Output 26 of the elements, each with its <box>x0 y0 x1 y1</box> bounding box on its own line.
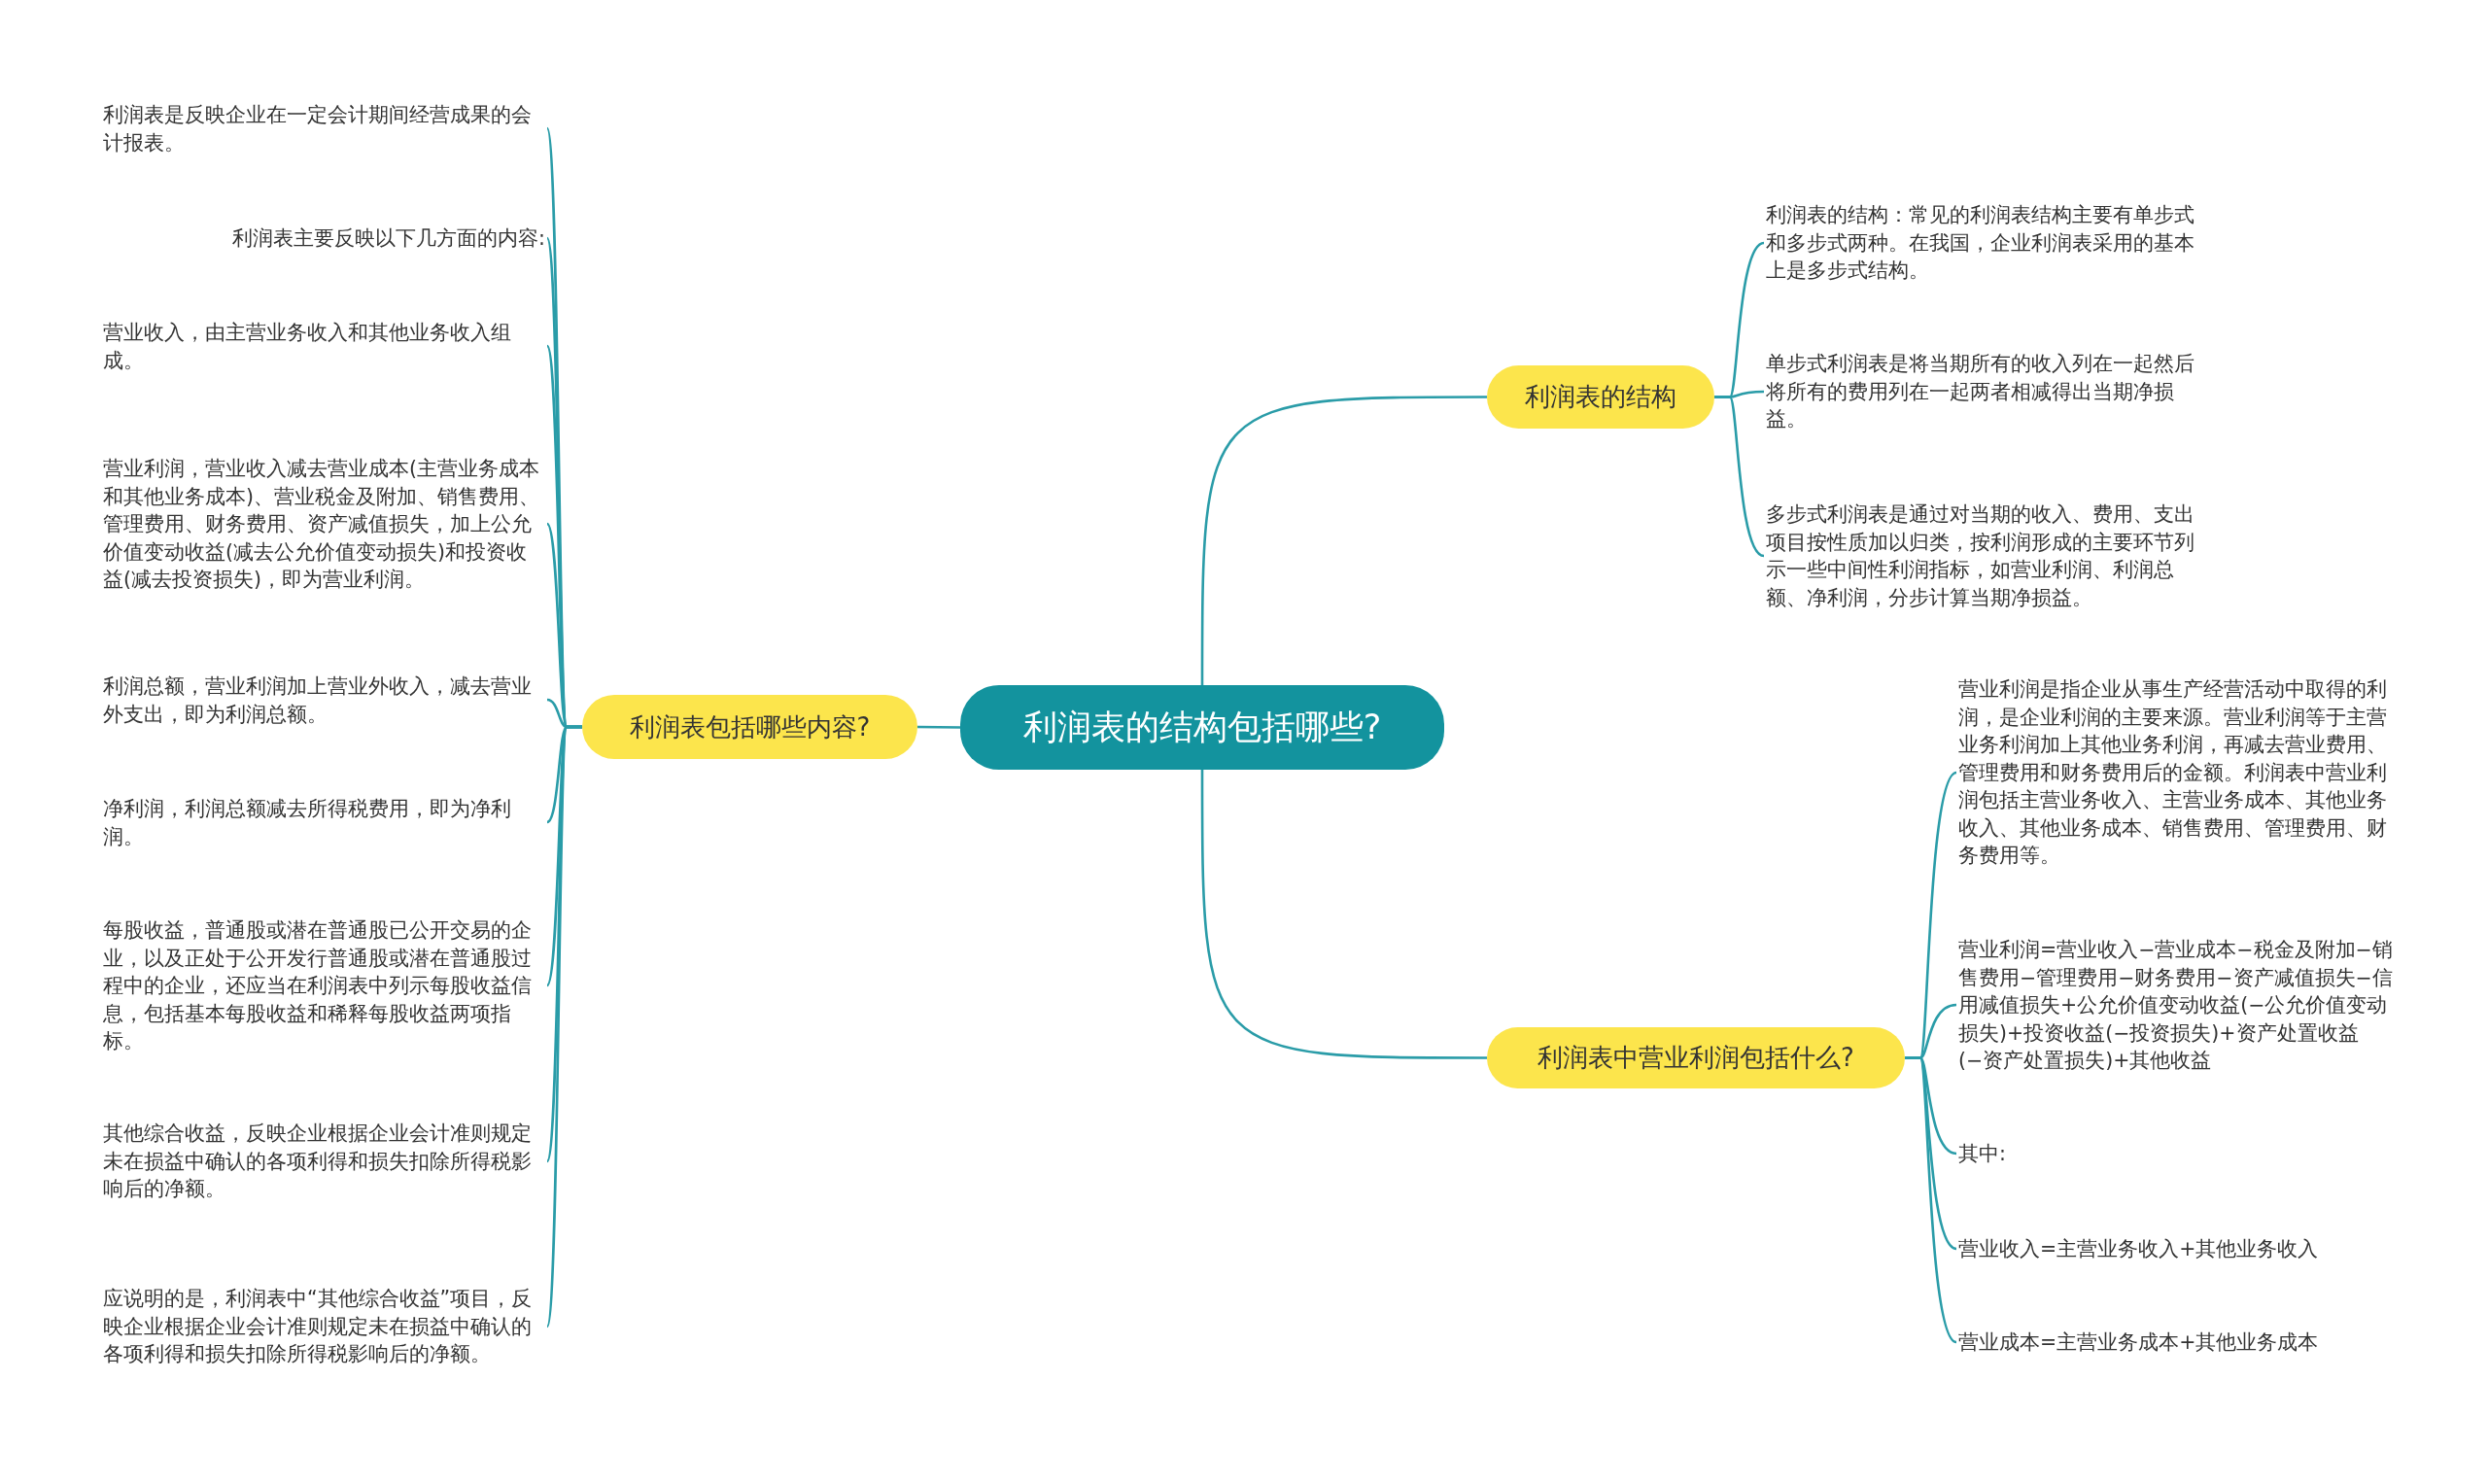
connector <box>1905 1056 1957 1343</box>
connector <box>917 725 960 729</box>
connector <box>1714 396 1765 558</box>
note-text: 每股收益，普通股或潜在普通股已公开交易的企业，以及正处于公开发行普通股或潜在普通股过程中的企业，还应当在利润表中列示每股收益信息，包括基本每股收益和稀释每股收益两项指标。 <box>103 915 545 1055</box>
note-text: 营业成本=主营业务成本+其他业务成本 <box>1958 1328 2401 1357</box>
note-text: 净利润，利润总额减去所得税费用，即为净利润。 <box>103 794 545 850</box>
note-text: 营业利润=营业收入−营业成本−税金及附加−销售费用−管理费用−财务费用−资产减值损失−信用减值损失+公允价值变动收益(−公允价值变动损失)+投资收益(−投资损失)+资产处置收益(−资产处置损失)+其他收益 <box>1958 935 2401 1075</box>
note-text: 多步式利润表是通过对当期的收入、费用、支出项目按性质加以归类，按利润形成的主要环节列示一些中间性利润指标，如营业利润、利润总额、净利润，分步计算当期净损益。 <box>1766 500 2208 611</box>
note-text: 营业利润是指企业从事生产经营活动中取得的利润，是企业利润的主要来源。营业利润等于主营业务利润加上其他业务利润，再减去营业费用、管理费用和财务费用后的金额。利润表中营业利润包括主营业务收入、主营业务成本、其他业务收入、其他业务成本、销售费用、管理费用、财务费用等。 <box>1958 675 2401 870</box>
connector <box>1200 396 1487 685</box>
note-text: 营业收入=主营业务收入+其他业务收入 <box>1958 1234 2401 1263</box>
note-text: 营业收入，由主营业务收入和其他业务收入组成。 <box>103 318 545 374</box>
central-topic: 利润表的结构包括哪些? <box>960 685 1444 770</box>
note-text: 利润总额，营业利润加上营业外收入，减去营业外支出，即为利润总额。 <box>103 672 545 728</box>
topic-pill: 利润表的结构 <box>1487 365 1714 429</box>
note-text: 营业利润，营业收入减去营业成本(主营业务成本和其他业务成本)、营业税金及附加、销售费用、管理费用、财务费用、资产减值损失，加上公允价值变动收益(减去公允价值变动损失)和投资收益(减去投资损失)，即为营业利润。 <box>103 454 545 594</box>
note-text: 其中: <box>1958 1139 2401 1168</box>
connector <box>1200 770 1487 1059</box>
note-text: 其他综合收益，反映企业根据企业会计准则规定未在损益中确认的各项利得和损失扣除所得税影响后的净额。 <box>103 1120 545 1203</box>
topic-pill: 利润表中营业利润包括什么? <box>1487 1027 1905 1088</box>
note-text: 利润表主要反映以下几方面的内容: <box>103 224 545 253</box>
note-text: 单步式利润表是将当期所有的收入列在一起然后将所有的费用列在一起两者相减得出当期净损益。 <box>1766 350 2208 433</box>
note-text: 利润表的结构：常见的利润表结构主要有单步式和多步式两种。在我国，企业利润表采用的基本上是多步式结构。 <box>1766 201 2208 285</box>
note-text: 利润表是反映企业在一定会计期间经营成果的会计报表。 <box>103 100 545 156</box>
note-text: 应说明的是，利润表中“其他综合收益”项目，反映企业根据企业会计准则规定未在损益中确认的各项利得和损失扣除所得税影响后的净额。 <box>103 1285 545 1368</box>
topic-pill: 利润表包括哪些内容? <box>582 695 917 759</box>
